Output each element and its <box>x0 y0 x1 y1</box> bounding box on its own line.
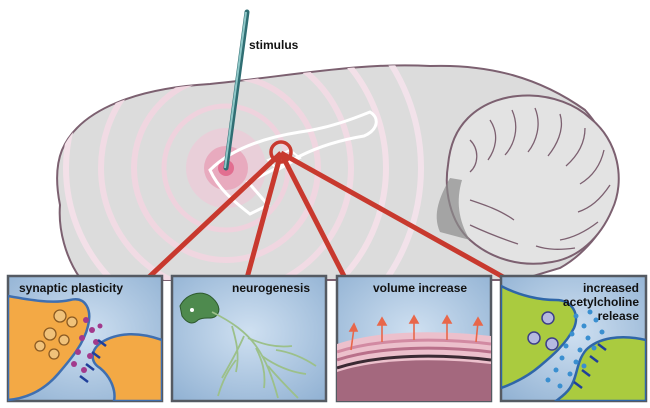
panel-acetylcholine-release: increased acetylcholine release <box>501 276 646 401</box>
panel-label-synaptic-plasticity: synaptic plasticity <box>19 281 123 295</box>
stimulus-label: stimulus <box>249 38 299 52</box>
panel-label-volume-increase: volume increase <box>373 281 467 295</box>
panel-label-line-release: release <box>598 309 640 323</box>
panel-label-line-increased: increased <box>583 281 639 295</box>
panel-synaptic-plasticity: synaptic plasticity <box>8 276 162 401</box>
panel-label-line-acetylcholine: acetylcholine <box>563 295 639 309</box>
panel-volume-increase: volume increase <box>337 276 491 401</box>
panel-neurogenesis: neurogenesis <box>172 276 326 401</box>
panel-label-neurogenesis: neurogenesis <box>232 281 310 295</box>
